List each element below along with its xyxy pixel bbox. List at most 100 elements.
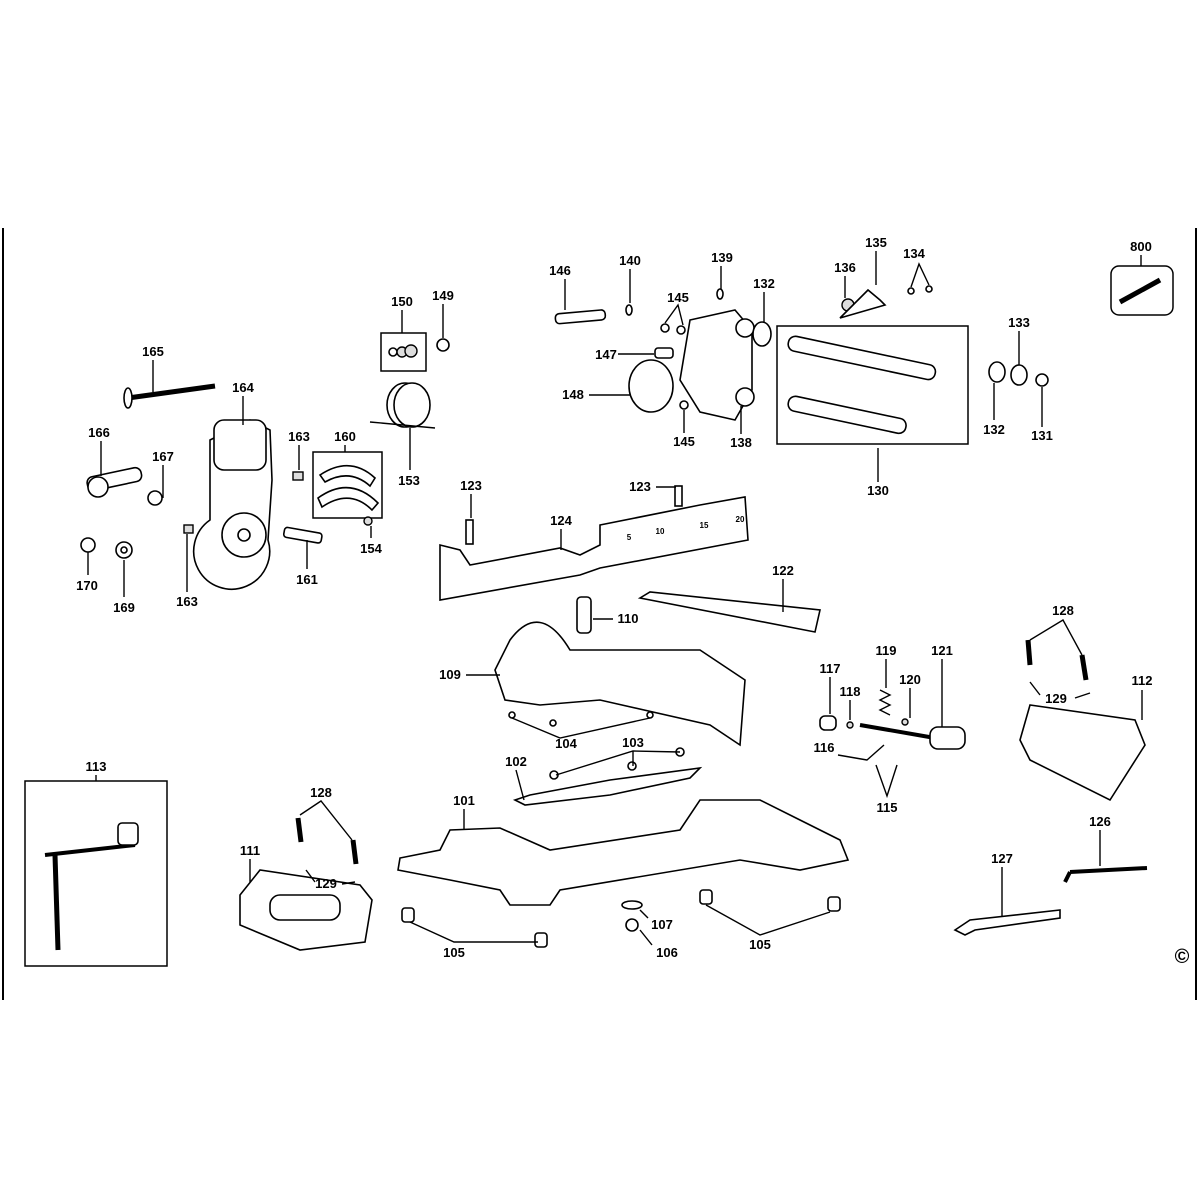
part-132a	[752, 321, 772, 347]
part-101-base	[397, 799, 850, 906]
part-146	[554, 309, 607, 325]
callout-105: 105	[749, 937, 771, 952]
part-161	[282, 526, 323, 544]
part-102	[512, 766, 703, 806]
callout-121: 121	[931, 643, 953, 658]
part-128b	[1079, 654, 1089, 681]
callout-101: 101	[453, 793, 475, 808]
callout-163: 163	[176, 594, 198, 609]
part-135	[839, 288, 887, 319]
callout-104: 104	[555, 736, 577, 751]
part-123b	[674, 485, 683, 507]
part-132b	[988, 361, 1006, 383]
part-153-spring	[369, 382, 436, 429]
part-133	[1010, 364, 1028, 386]
callout-139: 139	[711, 250, 733, 265]
callout-132: 132	[983, 422, 1005, 437]
part-118	[846, 721, 854, 729]
callout-106: 106	[656, 945, 678, 960]
part-128a	[1025, 639, 1033, 666]
callout-122: 122	[772, 563, 794, 578]
callout-120: 120	[899, 672, 921, 687]
callout-128: 128	[310, 785, 332, 800]
part-130-rail-bottom	[787, 395, 907, 435]
part-130-rail-top	[787, 335, 937, 381]
part-122	[637, 591, 821, 633]
part-145b	[676, 325, 686, 335]
part-109-table	[494, 621, 746, 747]
part-134b	[925, 285, 933, 293]
callout-124: 124	[550, 513, 572, 528]
callout-133: 133	[1008, 315, 1030, 330]
callout-126: 126	[1089, 814, 1111, 829]
part-130-box	[776, 325, 969, 445]
parts	[24, 265, 1174, 967]
part-170	[80, 537, 96, 553]
part-140	[625, 304, 633, 316]
scale-20: 20	[736, 515, 745, 524]
callout-136: 136	[834, 260, 856, 275]
callout-103: 103	[622, 735, 644, 750]
part-119	[878, 689, 892, 716]
part-110	[576, 596, 592, 634]
callout-167: 167	[152, 449, 174, 464]
part-113-box	[24, 780, 168, 967]
part-112	[1019, 704, 1146, 802]
callout-132: 132	[753, 276, 775, 291]
callout-105: 105	[443, 945, 465, 960]
callout-161: 161	[296, 572, 318, 587]
part-126	[1069, 866, 1148, 874]
part-127	[953, 909, 1061, 936]
part-163a	[292, 471, 304, 481]
part-147	[654, 347, 674, 359]
part-145a	[660, 323, 670, 333]
callout-119: 119	[876, 643, 897, 658]
part-123a	[465, 519, 474, 545]
callout-117: 117	[820, 661, 841, 676]
part-150-box	[380, 332, 427, 372]
callout-112: 112	[1132, 673, 1153, 688]
callout-131: 131	[1031, 428, 1053, 443]
callout-128: 128	[1052, 603, 1074, 618]
callout-169: 169	[113, 600, 135, 615]
part-165-bolt	[127, 383, 216, 401]
callout-146: 146	[549, 263, 571, 278]
part-139	[716, 288, 724, 300]
callout-165: 165	[142, 344, 164, 359]
part-148	[628, 359, 674, 413]
callout-145: 145	[673, 434, 695, 449]
callout-150: 150	[391, 294, 413, 309]
leader-lines	[87, 251, 1143, 946]
callout-129: 129	[315, 876, 337, 891]
scale-10: 10	[656, 527, 665, 536]
part-149	[436, 338, 450, 352]
part-124-fence	[439, 496, 749, 601]
callout-164: 164	[232, 380, 254, 395]
part-163b	[183, 524, 194, 534]
scale-5: 5	[627, 533, 632, 542]
part-167	[147, 490, 163, 506]
callout-107: 107	[651, 917, 673, 932]
copyright-mark: ©	[1175, 946, 1190, 968]
callout-148: 148	[562, 387, 584, 402]
part-106	[625, 918, 639, 932]
part-134a	[907, 287, 915, 295]
callout-145: 145	[667, 290, 689, 305]
callout-800: 800	[1130, 239, 1152, 254]
part-164-motor	[213, 419, 267, 471]
callout-116: 116	[814, 740, 835, 755]
callout-130: 130	[867, 483, 889, 498]
callout-129: 129	[1045, 691, 1067, 706]
callout-123: 123	[460, 478, 482, 493]
callout-102: 102	[505, 754, 527, 769]
callout-163: 163	[288, 429, 310, 444]
part-160-box	[312, 451, 383, 519]
part-131	[1035, 373, 1049, 387]
callout-135: 135	[865, 235, 887, 250]
part-165-head	[123, 387, 133, 409]
callout-labels: 165 164 166 167 163 160 153 150 149 170 …	[76, 235, 1189, 968]
part-154	[363, 516, 373, 526]
callout-118: 118	[840, 684, 861, 699]
callout-147: 147	[595, 347, 617, 362]
